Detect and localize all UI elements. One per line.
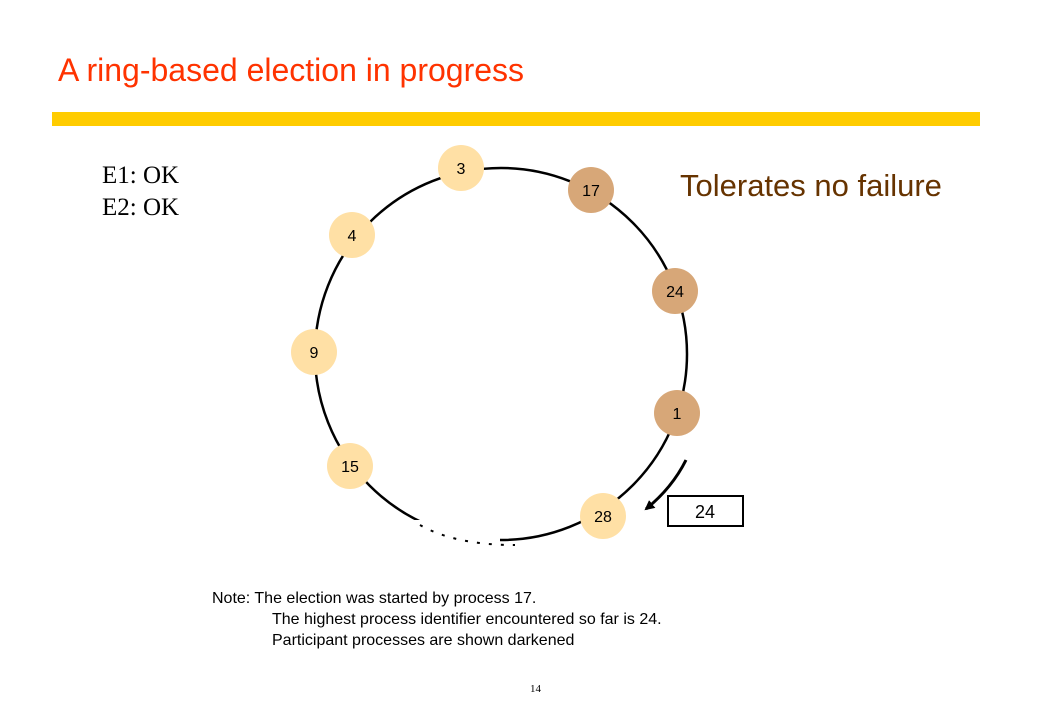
process-node-label: 24 — [666, 284, 684, 301]
ring-gap-dashes — [419, 524, 516, 546]
process-node-circle — [568, 167, 614, 213]
page-number: 14 — [530, 683, 541, 695]
process-node-3: 3 — [438, 145, 484, 191]
title-underline — [52, 112, 980, 126]
slide-title: A ring-based election in progress — [58, 52, 525, 88]
notes-block: Note: The election was started by proces… — [212, 588, 662, 651]
process-node-circle — [654, 390, 700, 436]
process-node-circle — [291, 329, 337, 375]
message-value: 24 — [695, 502, 715, 522]
note-line-3: Participant processes are shown darkened — [272, 632, 575, 649]
process-node-label: 4 — [348, 228, 357, 245]
status-line-e2: E2: OK — [102, 194, 180, 221]
note-line-1: Note: The election was started by proces… — [212, 590, 537, 607]
process-node-24: 24 — [652, 268, 698, 314]
status-line-e1: E1: OK — [102, 162, 180, 189]
process-node-1: 1 — [654, 390, 700, 436]
process-node-28: 28 — [580, 493, 626, 539]
process-node-label: 3 — [457, 161, 466, 178]
process-node-label: 28 — [594, 509, 612, 526]
process-node-label: 17 — [582, 183, 600, 200]
process-node-9: 9 — [291, 329, 337, 375]
ring-gap — [400, 520, 500, 550]
process-node-circle — [327, 443, 373, 489]
process-node-15: 15 — [327, 443, 373, 489]
tagline: Tolerates no failure — [680, 168, 942, 203]
process-node-17: 17 — [568, 167, 614, 213]
note-line-2: The highest process identifier encounter… — [272, 611, 662, 628]
process-node-circle — [438, 145, 484, 191]
process-node-4: 4 — [329, 212, 375, 258]
process-node-circle — [329, 212, 375, 258]
process-node-circle — [652, 268, 698, 314]
status-block: E1: OK E2: OK — [102, 160, 179, 224]
message-box — [667, 495, 744, 527]
process-node-label: 1 — [673, 406, 682, 423]
process-node-label: 15 — [341, 459, 359, 476]
process-node-label: 9 — [310, 345, 319, 362]
message-arrow — [644, 459, 688, 511]
process-node-circle — [580, 493, 626, 539]
